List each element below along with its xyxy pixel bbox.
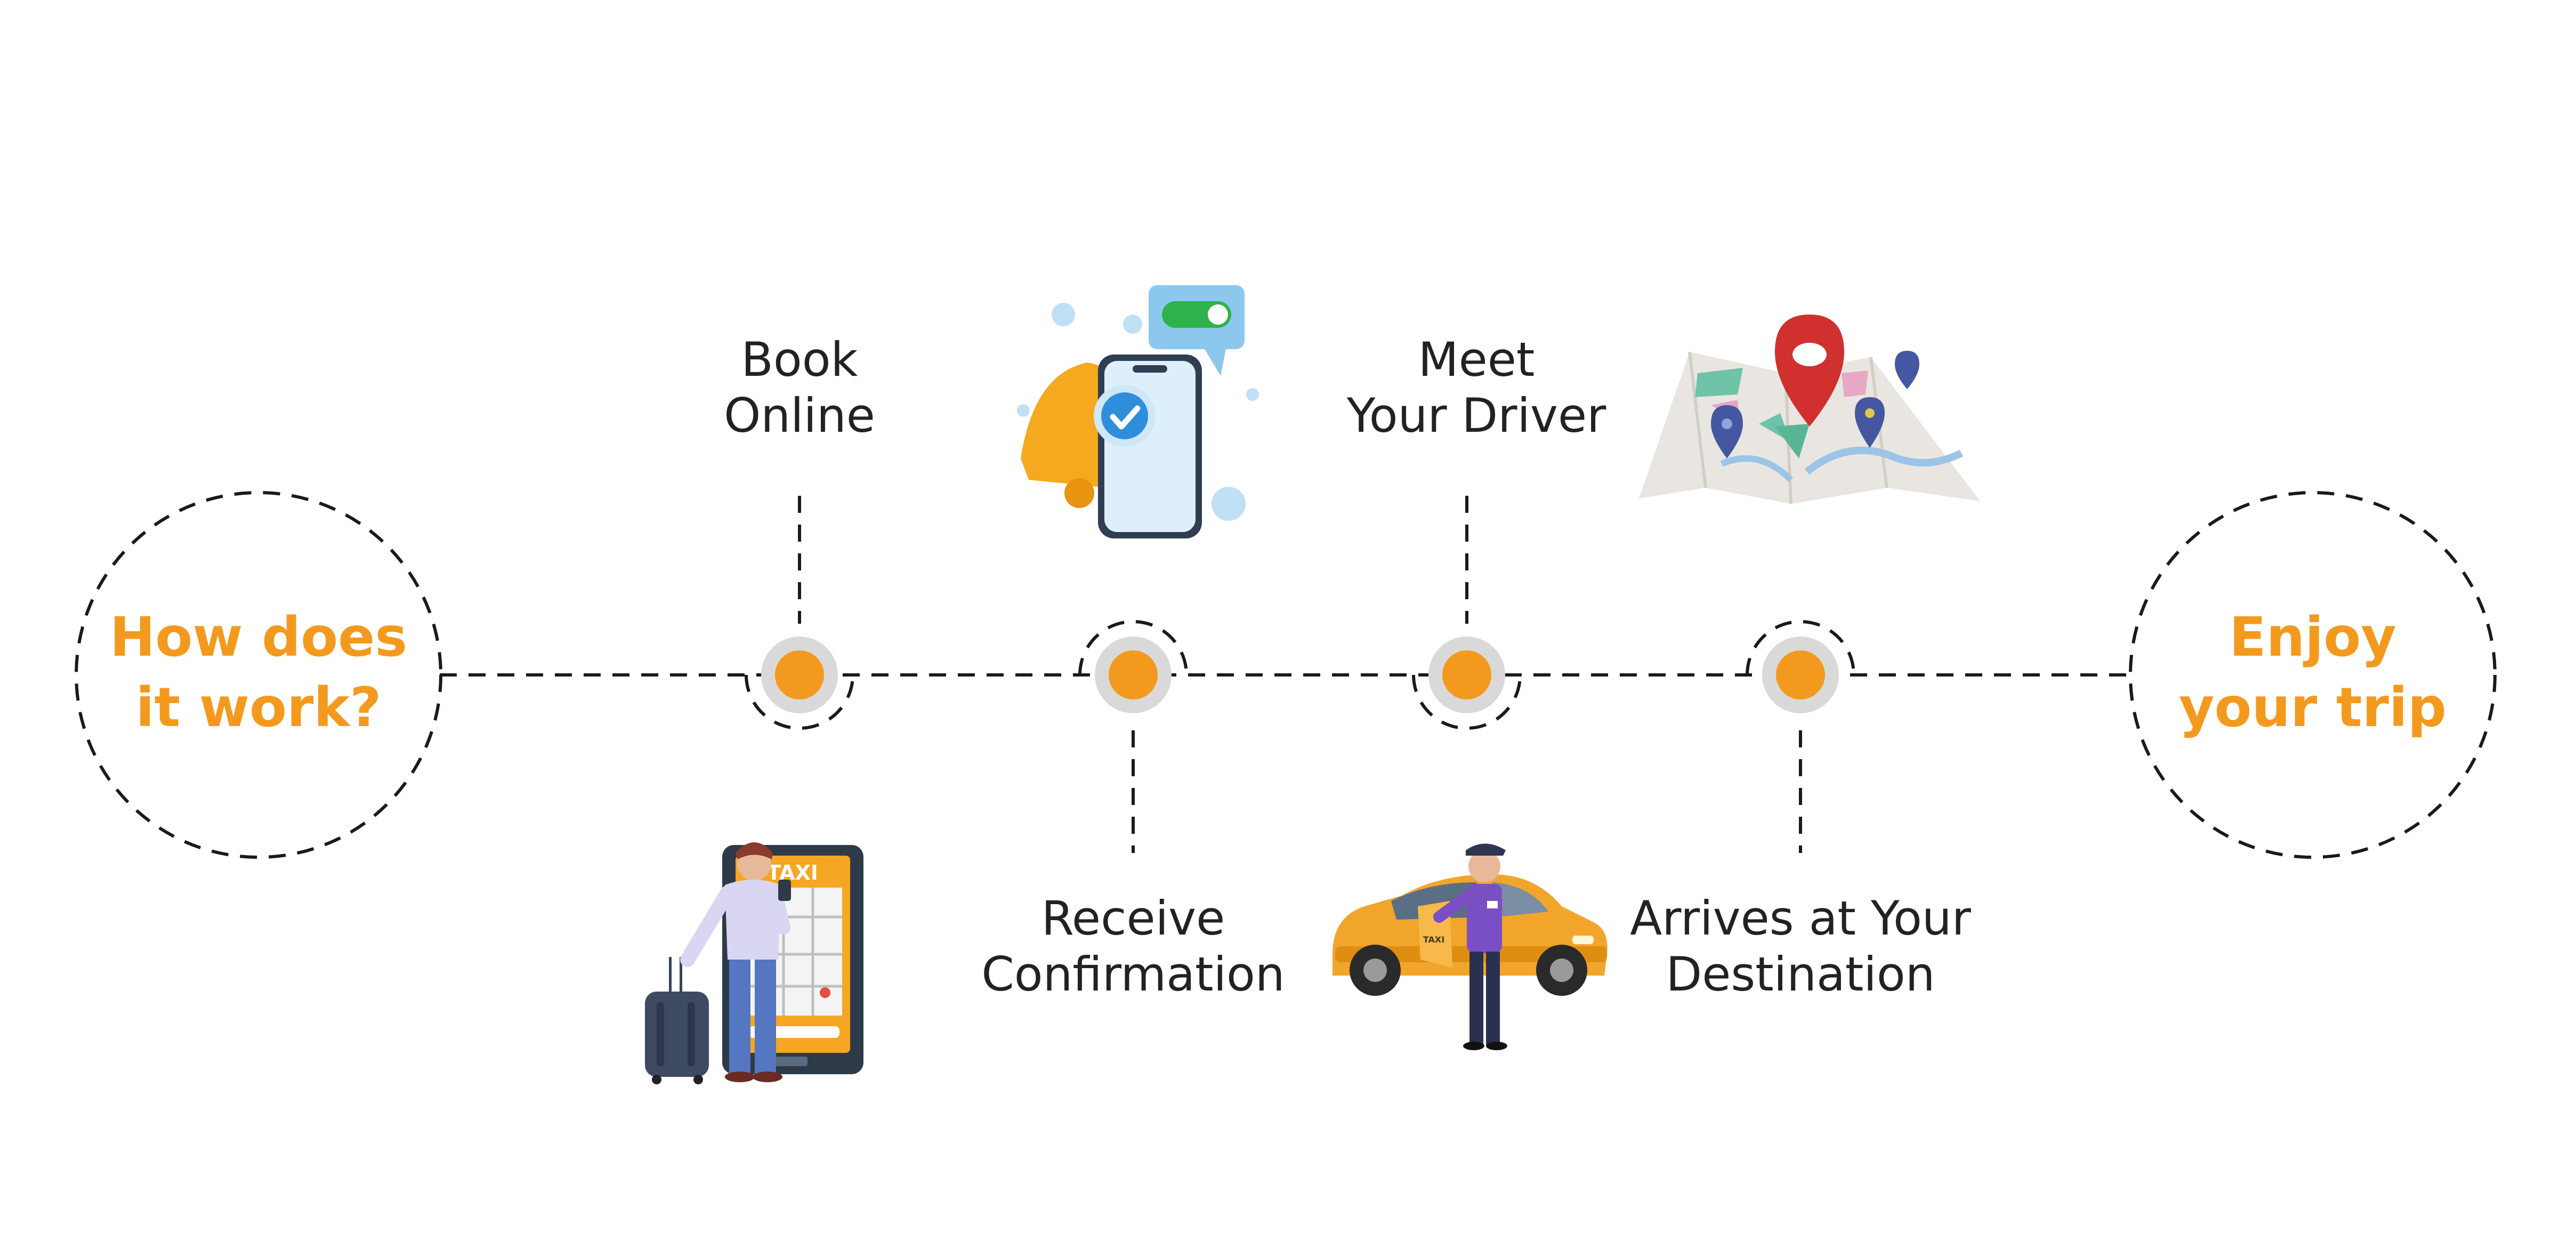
step-node-dot [1442, 650, 1491, 699]
step-meet-your-driver: Meet Your Driver [1346, 332, 1606, 730]
step-label-line2: Online [724, 388, 875, 443]
step-label-line2: Confirmation [981, 947, 1285, 1002]
step-label-line2: Destination [1666, 947, 1935, 1002]
step-receive-confirmation: Receive Confirmation [981, 620, 1285, 1002]
phone-notification-icon [1017, 285, 1259, 538]
step-book-online: Book Online [724, 332, 875, 730]
step-node-dot [1109, 650, 1158, 699]
step-node-dot [1776, 650, 1825, 699]
tablet-taxi-text: TAXI [767, 861, 818, 884]
map-pin-icon [1639, 315, 1980, 504]
start-label-line1: How does [110, 606, 407, 669]
step-label-line1: Receive [1041, 891, 1225, 946]
step-label-line1: Book [741, 332, 858, 387]
step-label-line2: Your Driver [1346, 388, 1606, 443]
end-label-line2: your trip [2179, 676, 2446, 739]
step-arrives-destination: Arrives at Your Destination [1630, 620, 1972, 1002]
step-node-dot [775, 650, 824, 699]
start-label-line2: it work? [136, 676, 382, 739]
car-taxi-text: TAXI [1423, 935, 1444, 945]
end-label-line1: Enjoy [2229, 606, 2396, 669]
taxi-driver-car-icon: TAXI [1333, 843, 1608, 1050]
end-circle: Enjoy your trip [2129, 491, 2497, 859]
step-label-line1: Arrives at Your [1630, 891, 1972, 946]
person-with-taxi-app-icon: TAXI [645, 842, 863, 1084]
step-label-line1: Meet [1418, 332, 1535, 387]
start-circle: How does it work? [75, 491, 442, 859]
